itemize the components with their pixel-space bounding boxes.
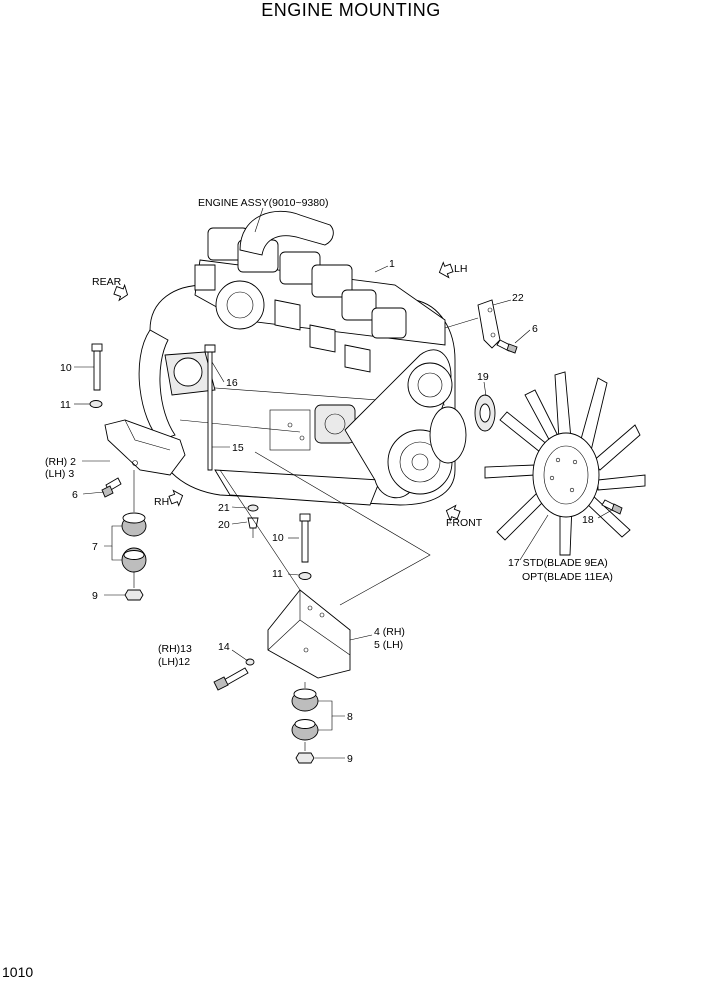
callout-8: 8 — [347, 711, 353, 723]
callout-5: 5 (LH) — [374, 639, 403, 651]
right-nut — [295, 752, 315, 764]
callout-15: 15 — [232, 442, 244, 454]
callout-6-left: 6 — [72, 489, 78, 501]
callout-3: (LH) 3 — [45, 468, 74, 480]
washer-14 — [245, 658, 255, 666]
fan-bolt — [601, 499, 623, 515]
callout-2: (RH) 2 — [45, 456, 76, 468]
callout-10: 10 — [60, 362, 72, 374]
front-label: FRONT — [446, 517, 483, 529]
callout-17-opt: OPT(BLADE 11EA) — [522, 571, 613, 583]
labels: ENGINE ASSY(9010~9380) REAR LH RH FRONT … — [45, 197, 613, 765]
arrow-icon — [113, 283, 129, 302]
callout-20: 20 — [218, 519, 230, 531]
lh-label: LH — [454, 263, 467, 275]
rh-label: RH — [154, 496, 169, 508]
callout-17: 17 STD(BLADE 9EA) — [508, 557, 608, 569]
callout-16: 16 — [226, 377, 238, 389]
callout-9: 9 — [92, 590, 98, 602]
engine-assy-label: ENGINE ASSY(9010~9380) — [198, 197, 328, 209]
callout-19: 19 — [477, 371, 489, 383]
callout-12: (LH)12 — [158, 656, 190, 668]
small-washer-21 — [247, 504, 259, 512]
arrow-icon — [445, 504, 461, 522]
page-title: ENGINE MOUNTING — [261, 0, 441, 20]
leader-lines — [74, 207, 613, 759]
cooling-fan — [484, 371, 646, 556]
callout-11-mid: 11 — [272, 568, 283, 580]
callout-13: (RH)13 — [158, 643, 192, 655]
callout-7: 7 — [92, 541, 98, 553]
callout-21: 21 — [218, 502, 230, 514]
callout-18: 18 — [582, 514, 594, 526]
callout-11: 11 — [60, 399, 71, 411]
left-washer — [89, 400, 103, 408]
callout-22: 22 — [512, 292, 524, 304]
page-number: 1010 — [2, 964, 34, 980]
fan-spacer — [474, 394, 496, 432]
right-cushion-pair — [291, 688, 319, 741]
center-washer — [298, 572, 312, 580]
callout-4: 4 (RH) — [374, 626, 405, 638]
clip-20 — [247, 517, 259, 538]
dipstick — [204, 344, 216, 471]
belt-and-pulleys — [344, 349, 467, 499]
arrow-icon — [438, 261, 454, 279]
bracket — [444, 299, 518, 354]
callout-10-mid: 10 — [272, 532, 284, 544]
callout-9-bottom: 9 — [347, 753, 353, 765]
left-long-bolt — [91, 343, 103, 391]
callout-6: 6 — [532, 323, 538, 335]
arrow-icon — [168, 489, 184, 507]
left-cushion-pair — [121, 512, 147, 573]
left-nut — [124, 589, 144, 601]
left-bracket — [104, 419, 186, 476]
center-long-bolt — [299, 513, 311, 563]
rear-label: REAR — [92, 276, 122, 288]
right-bolt-12-13 — [213, 667, 249, 691]
right-bracket — [267, 589, 351, 679]
callout-14: 14 — [218, 641, 230, 653]
callout-1: 1 — [389, 258, 395, 270]
left-small-bolt — [101, 477, 122, 498]
